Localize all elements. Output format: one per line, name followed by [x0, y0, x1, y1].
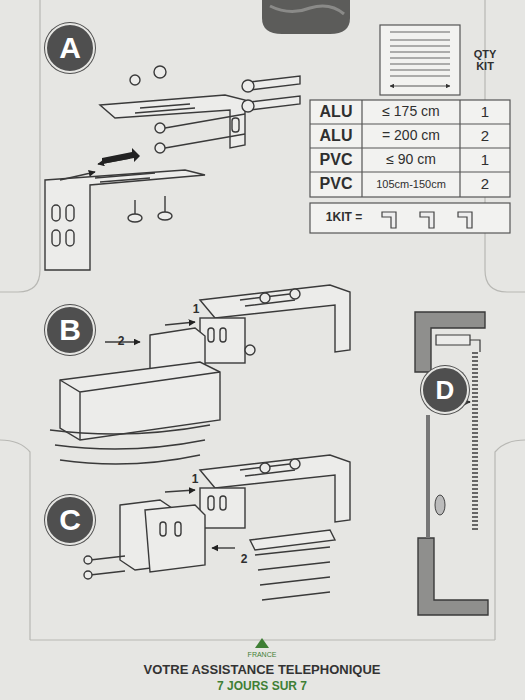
- bracket-assembly-c: [84, 455, 350, 600]
- step-letter-text: D: [436, 375, 455, 406]
- mounting-detail-d: [415, 312, 488, 615]
- size-table: [310, 25, 510, 233]
- step-letter-text: B: [59, 313, 81, 347]
- table-cell: ALU: [320, 127, 353, 145]
- step-letter-text: A: [59, 31, 81, 65]
- callout-number: 1: [192, 473, 199, 486]
- table-cell: PVC: [320, 151, 353, 169]
- step-letter: A: [45, 23, 95, 73]
- step-letter-text: C: [59, 503, 81, 537]
- footer-text: VOTRE ASSISTANCE TELEPHONIQUE: [144, 663, 381, 677]
- table-cell: ALU: [320, 103, 353, 121]
- callout-number: 2: [118, 335, 125, 348]
- hang-slot: [262, 0, 350, 34]
- table-cell: = 200 cm: [382, 128, 440, 143]
- table-cell: ≤ 175 cm: [382, 104, 439, 119]
- step-letter: D: [421, 366, 469, 414]
- table-cell: 105cm-150cm: [376, 178, 446, 190]
- table-cell: 1KIT =: [326, 211, 362, 224]
- bracket-assembly-b: [50, 285, 350, 464]
- die-cut: [0, 0, 525, 640]
- step-letter: B: [45, 305, 95, 355]
- step-letter: C: [45, 495, 95, 545]
- table-cell: 2: [481, 176, 489, 193]
- table-cell: 1: [481, 152, 489, 169]
- table-cell: 1: [481, 104, 489, 121]
- footer-text: FRANCE: [248, 651, 277, 659]
- bracket-assembly-a: [45, 66, 300, 270]
- table-cell: PVC: [320, 175, 353, 193]
- table-cell: 2: [481, 128, 489, 145]
- table-cell: QTY KIT: [472, 48, 498, 72]
- callout-number: 2: [241, 553, 248, 566]
- table-cell: ≤ 90 cm: [386, 152, 436, 167]
- callout-number: 1: [193, 303, 200, 316]
- arrow-logo: [255, 638, 269, 648]
- footer-text: 7 JOURS SUR 7: [217, 680, 307, 693]
